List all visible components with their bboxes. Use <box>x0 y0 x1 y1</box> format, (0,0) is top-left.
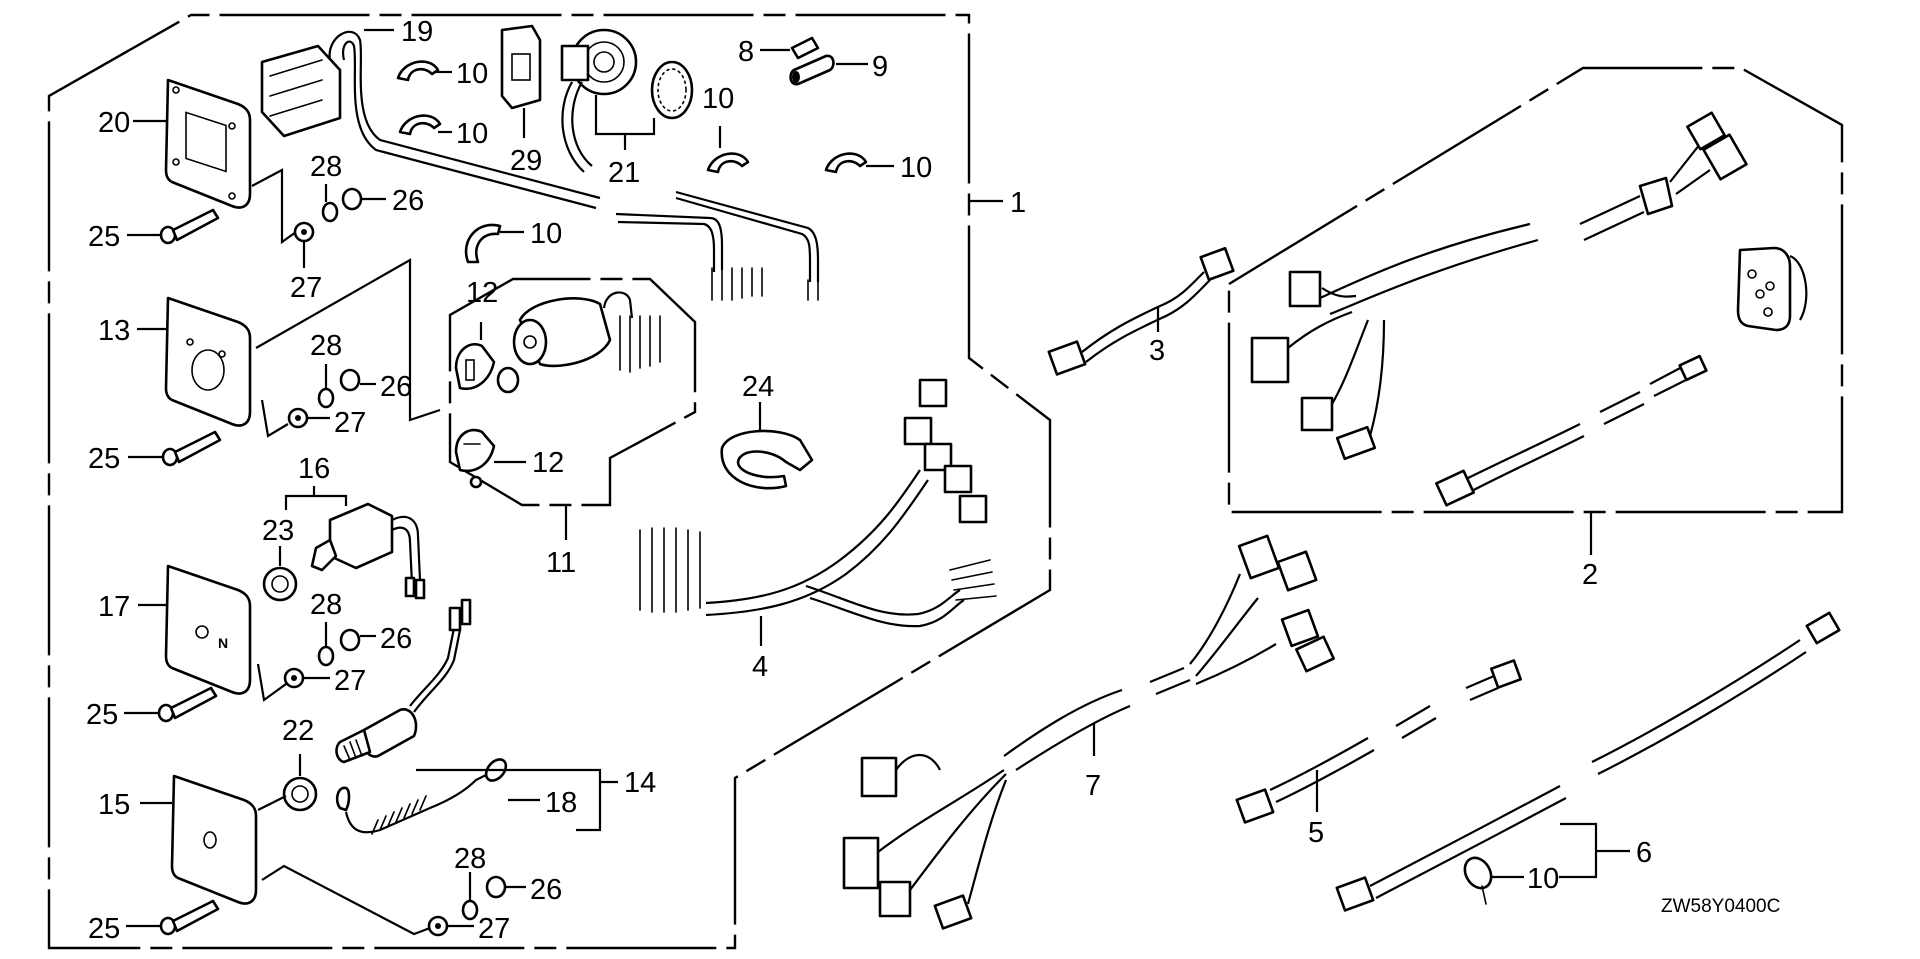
part-12-key-b[interactable] <box>454 428 496 489</box>
part-14-stop-switch[interactable] <box>335 598 472 764</box>
callout-10-c[interactable]: 10 <box>702 83 734 115</box>
part-25-screw-c[interactable] <box>157 686 218 723</box>
part-25-screw-d[interactable] <box>159 899 220 936</box>
callout-26-c[interactable]: 26 <box>380 623 412 655</box>
part-10-clip-c[interactable] <box>706 152 750 174</box>
part-25-screw-a[interactable] <box>159 208 220 245</box>
part-16-toggle-switch[interactable] <box>310 502 426 600</box>
part-15-panel-plate[interactable] <box>170 774 258 905</box>
part-10-clip-f[interactable] <box>1460 853 1497 905</box>
callout-22[interactable]: 22 <box>282 715 314 747</box>
callout-3[interactable]: 3 <box>1149 335 1165 367</box>
part-5-lead-wire[interactable] <box>1235 659 1522 824</box>
part-11-ignition-switch[interactable] <box>512 291 661 373</box>
callout-20[interactable]: 20 <box>98 107 130 139</box>
part-12-key-a[interactable] <box>454 343 520 394</box>
callout-18[interactable]: 18 <box>545 787 577 819</box>
callout-28-c[interactable]: 28 <box>310 589 342 621</box>
diagram-code: ZW58Y0400C <box>1661 896 1780 917</box>
part-17-panel-plate[interactable]: N <box>164 564 252 695</box>
callout-25-c[interactable]: 25 <box>86 699 118 731</box>
callout-25-a[interactable]: 25 <box>88 221 120 253</box>
callout-26-b[interactable]: 26 <box>380 371 412 403</box>
callout-2[interactable]: 2 <box>1582 559 1598 591</box>
part-7-harness[interactable] <box>842 534 1335 930</box>
callout-26-a[interactable]: 26 <box>392 185 424 217</box>
part-28-lockwasher-d[interactable] <box>461 899 479 921</box>
callout-23[interactable]: 23 <box>262 515 294 547</box>
callout-29[interactable]: 29 <box>510 145 542 177</box>
callout-15[interactable]: 15 <box>98 789 130 821</box>
part-23-nut[interactable] <box>262 566 298 602</box>
part-2-grommet[interactable] <box>1736 246 1808 332</box>
part-21-buzzer[interactable] <box>560 28 694 173</box>
callout-13[interactable]: 13 <box>98 315 130 347</box>
part-10-clip-d[interactable] <box>824 152 868 174</box>
part-28-lockwasher-b[interactable] <box>317 387 335 409</box>
callout-28-b[interactable]: 28 <box>310 330 342 362</box>
callout-11[interactable]: 11 <box>546 547 576 579</box>
part-9-pin[interactable] <box>789 54 835 86</box>
callout-12-b[interactable]: 12 <box>532 447 564 479</box>
part-10-clip-b[interactable] <box>398 114 442 136</box>
callout-26-d[interactable]: 26 <box>530 874 562 906</box>
callout-27-c[interactable]: 27 <box>334 665 366 697</box>
neutral-mark: N <box>218 635 228 651</box>
callout-5[interactable]: 5 <box>1308 817 1324 849</box>
part-28-lockwasher-a[interactable] <box>321 201 339 223</box>
callout-16[interactable]: 16 <box>298 453 330 485</box>
part-4-main-harness[interactable] <box>639 378 997 628</box>
callout-10-a[interactable]: 10 <box>456 58 488 90</box>
part-10-clip-e[interactable] <box>464 223 502 264</box>
group-2-boundary <box>1227 66 1844 514</box>
part-28-lockwasher-c[interactable] <box>317 645 335 667</box>
lead-wires <box>615 190 820 301</box>
part-6-lead-wire[interactable] <box>1335 611 1841 912</box>
callout-9[interactable]: 9 <box>872 51 888 83</box>
callout-27-a[interactable]: 27 <box>290 272 322 304</box>
callout-28-a[interactable]: 28 <box>310 151 342 183</box>
callout-4[interactable]: 4 <box>752 651 768 683</box>
callout-28-d[interactable]: 28 <box>454 843 486 875</box>
part-24-clamp[interactable] <box>720 429 814 490</box>
part-13-panel-plate[interactable] <box>164 296 252 427</box>
part-26-nut-b[interactable] <box>339 368 361 392</box>
part-20-panel-plate[interactable] <box>164 78 252 209</box>
callout-25-b[interactable]: 25 <box>88 443 120 475</box>
callout-21[interactable]: 21 <box>608 157 640 189</box>
group-1-boundary <box>47 13 1052 950</box>
callout-25-d[interactable]: 25 <box>88 913 120 945</box>
callout-12-a[interactable]: 12 <box>466 277 498 309</box>
callout-6[interactable]: 6 <box>1636 837 1652 869</box>
part-26-nut-c[interactable] <box>339 628 361 652</box>
callout-7[interactable]: 7 <box>1085 770 1101 802</box>
group-11-boundary <box>448 277 697 507</box>
part-10-clip-a[interactable] <box>396 60 440 82</box>
callout-10-e[interactable]: 10 <box>530 218 562 250</box>
part-8-screw[interactable] <box>790 36 820 60</box>
callout-10-f[interactable]: 10 <box>1527 863 1559 895</box>
part-25-screw-b[interactable] <box>161 430 222 467</box>
part-19-switch-harness[interactable] <box>260 30 601 210</box>
part-29-bracket[interactable] <box>500 24 542 110</box>
part-2-extension-harness[interactable] <box>1250 111 1748 507</box>
part-3-lead-wire[interactable] <box>1047 246 1235 376</box>
callout-14[interactable]: 14 <box>624 767 656 799</box>
callout-8[interactable]: 8 <box>738 36 754 68</box>
callout-17[interactable]: 17 <box>98 591 130 623</box>
callout-19[interactable]: 19 <box>401 16 433 48</box>
callout-27-d[interactable]: 27 <box>478 913 510 945</box>
part-18-lanyard[interactable] <box>335 756 510 835</box>
part-22-nut[interactable] <box>282 776 318 812</box>
part-26-nut-d[interactable] <box>485 875 507 899</box>
callout-24[interactable]: 24 <box>742 371 774 403</box>
callout-1[interactable]: 1 <box>1010 187 1026 219</box>
callout-27-b[interactable]: 27 <box>334 407 366 439</box>
part-26-nut-a[interactable] <box>341 187 363 211</box>
callout-10-d[interactable]: 10 <box>900 152 932 184</box>
callout-10-b[interactable]: 10 <box>456 118 488 150</box>
